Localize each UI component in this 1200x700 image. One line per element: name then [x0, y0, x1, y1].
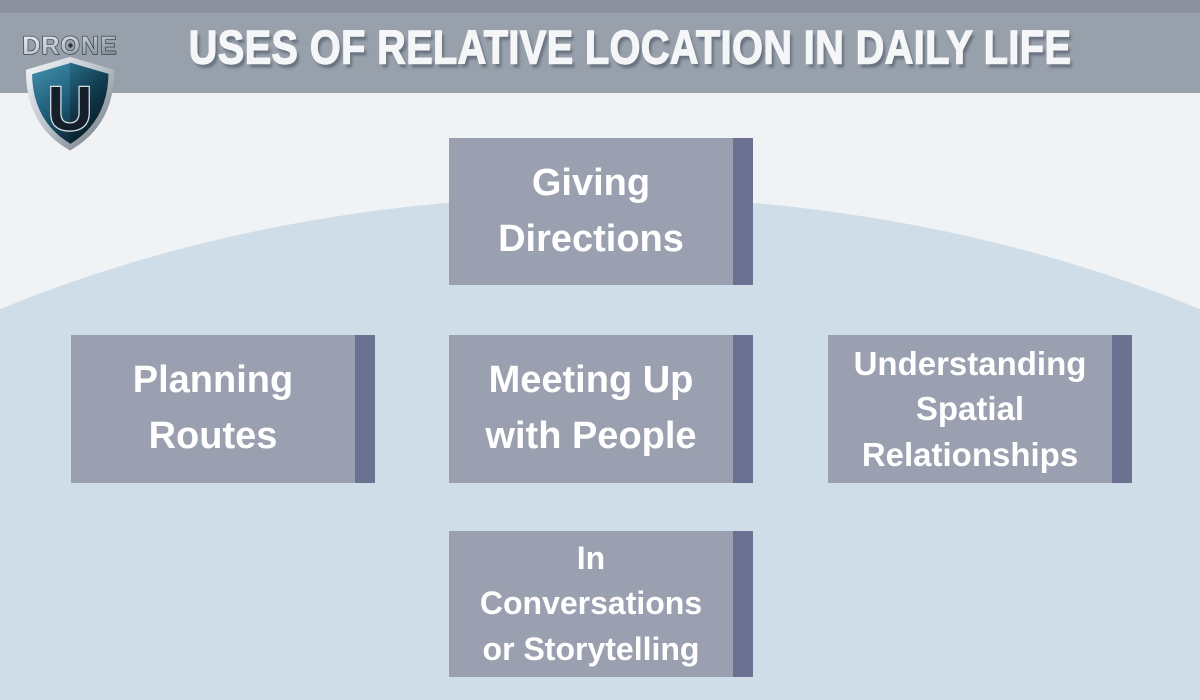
box-planning-routes: Planning Routes	[71, 335, 375, 483]
drone-eye-icon	[68, 43, 73, 48]
logo-letter: U	[48, 75, 93, 144]
page-title: USES OF RELATIVE LOCATION IN DAILY LIFE	[188, 19, 1072, 75]
shield-border	[26, 57, 114, 150]
header-top-strip	[0, 0, 1200, 13]
box-understanding-spatial-relationships: Understanding Spatial Relationships	[828, 335, 1132, 483]
box-in-conversations-or-storytelling: In Conversations or Storytelling	[449, 531, 753, 677]
box-label: In Conversations or Storytelling	[479, 539, 703, 667]
box-label: Meeting Up with People	[485, 359, 697, 457]
droneu-logo: U DRONE	[14, 28, 126, 152]
droneu-shield-icon: U DRONE	[22, 31, 117, 151]
box-meeting-up-with-people: Meeting Up with People	[449, 335, 753, 483]
header-band	[0, 0, 1200, 93]
box-label: Giving Directions	[498, 161, 684, 260]
box-label: Understanding Spatial Relationships	[853, 344, 1087, 473]
box-giving-directions: Giving Directions	[449, 138, 753, 285]
box-label: Planning Routes	[132, 359, 294, 457]
